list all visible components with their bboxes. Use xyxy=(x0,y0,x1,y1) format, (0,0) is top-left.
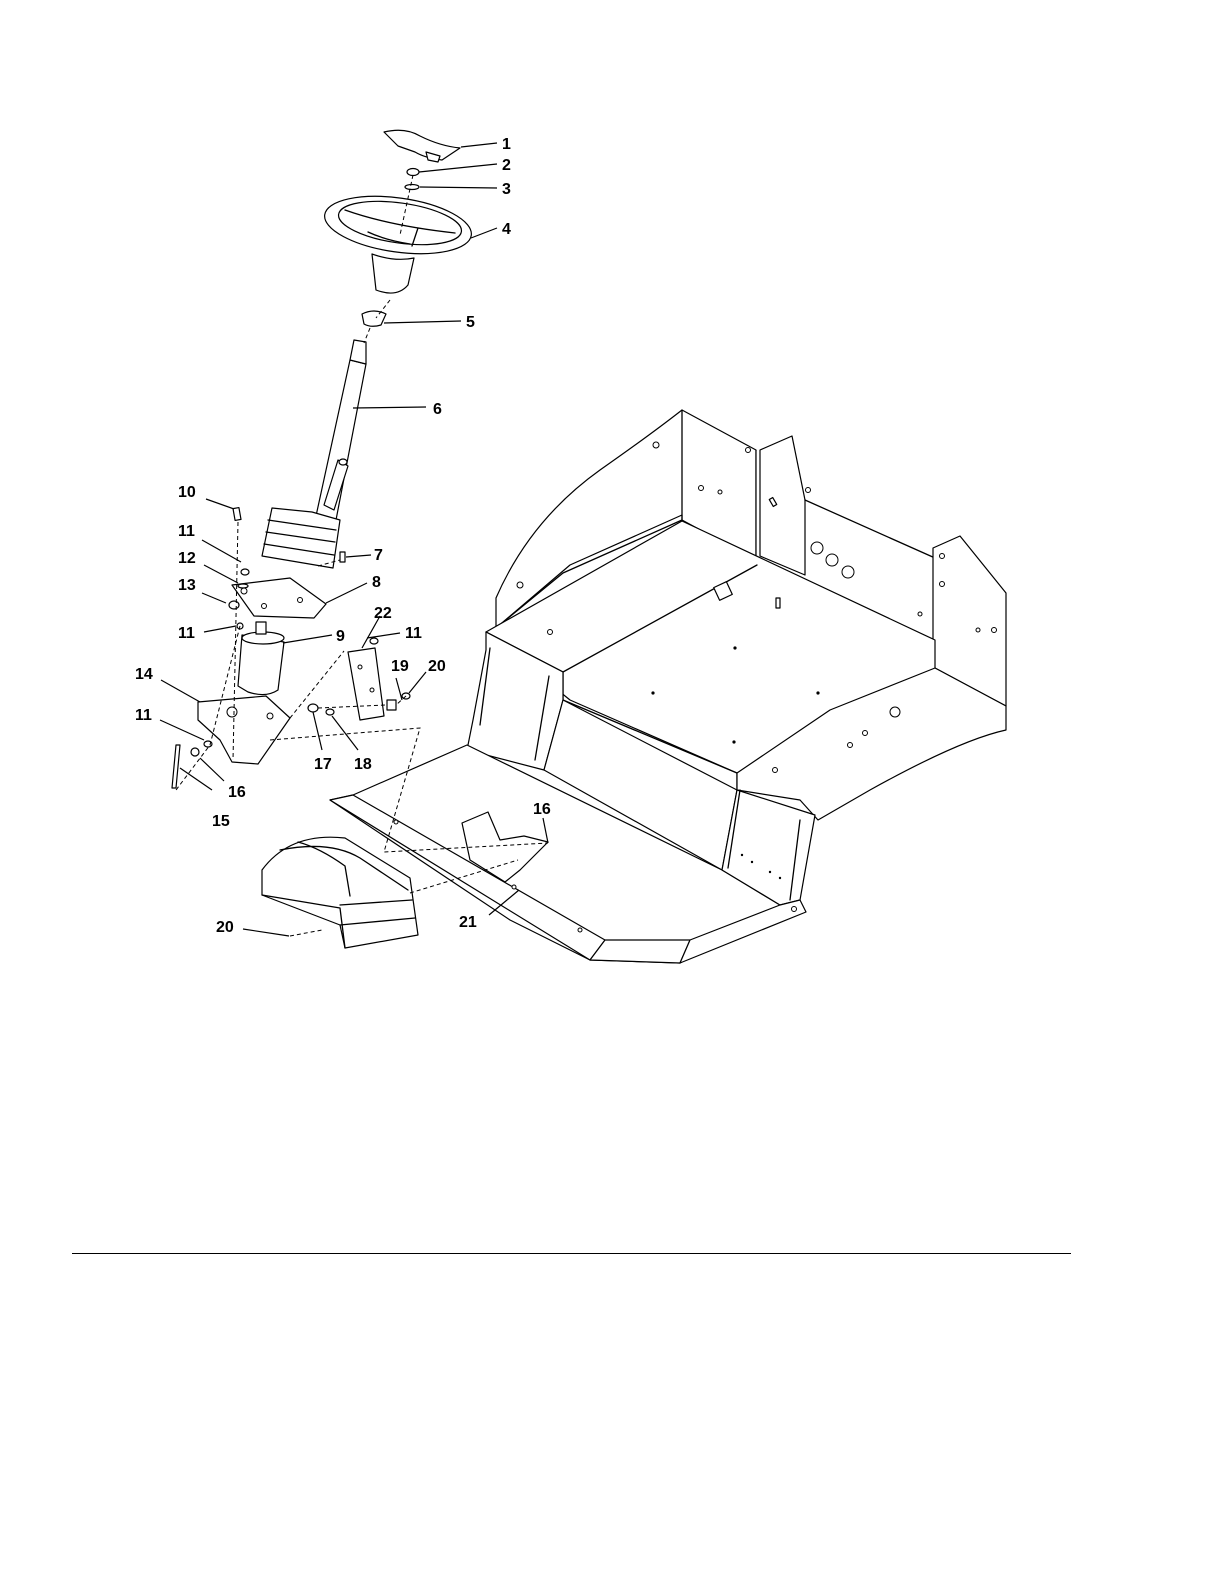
callout-21: 21 xyxy=(459,914,477,931)
steering-column-shaft xyxy=(316,360,366,520)
steering-side-plate xyxy=(348,648,384,720)
steering-wheel-inner xyxy=(336,195,464,252)
callout-16-right: 16 xyxy=(533,801,551,818)
callout-4: 4 xyxy=(502,221,511,238)
callout-11-middle: 11 xyxy=(178,625,195,642)
frame-front-lip-end xyxy=(590,940,690,963)
steering-wheel-hub xyxy=(372,254,414,293)
callout-19: 19 xyxy=(391,658,409,675)
seat-cover-body xyxy=(262,837,418,948)
callout-11-upper: 11 xyxy=(178,523,195,540)
callout-1: 1 xyxy=(502,136,511,153)
callout-11-lower: 11 xyxy=(135,707,152,724)
steering-cap xyxy=(384,130,460,160)
callout-12: 12 xyxy=(178,550,196,567)
callout-7: 7 xyxy=(374,547,383,564)
callout-20-upper: 20 xyxy=(428,658,446,675)
callout-15: 15 xyxy=(212,813,230,830)
frame-assembly xyxy=(330,410,1006,963)
callout-5: 5 xyxy=(466,314,475,331)
callout-2: 2 xyxy=(502,157,511,174)
steering-column-cup xyxy=(362,311,386,326)
callout-18: 18 xyxy=(354,756,372,773)
callout-11-right: 11 xyxy=(405,625,422,642)
steering-nut xyxy=(407,169,419,176)
callout-16-left: 16 xyxy=(228,784,246,801)
callout-20-lower: 20 xyxy=(216,919,234,936)
callout-10: 10 xyxy=(178,484,196,501)
callout-14: 14 xyxy=(135,666,153,683)
callout-6: 6 xyxy=(433,401,442,418)
steering-base-bracket xyxy=(198,696,290,764)
callout-8: 8 xyxy=(372,574,381,591)
callout-22: 22 xyxy=(374,605,392,622)
steering-group xyxy=(172,130,475,788)
steering-column-top xyxy=(350,340,366,364)
frame-rear-post xyxy=(760,436,805,575)
callout-13: 13 xyxy=(178,577,196,594)
callout-3: 3 xyxy=(502,181,511,198)
callout-9: 9 xyxy=(336,628,345,645)
steering-boot xyxy=(262,508,340,568)
page-divider-rule xyxy=(72,1253,1071,1254)
steering-washer xyxy=(405,185,419,190)
callout-17: 17 xyxy=(314,756,332,773)
seat-cover xyxy=(262,837,418,948)
